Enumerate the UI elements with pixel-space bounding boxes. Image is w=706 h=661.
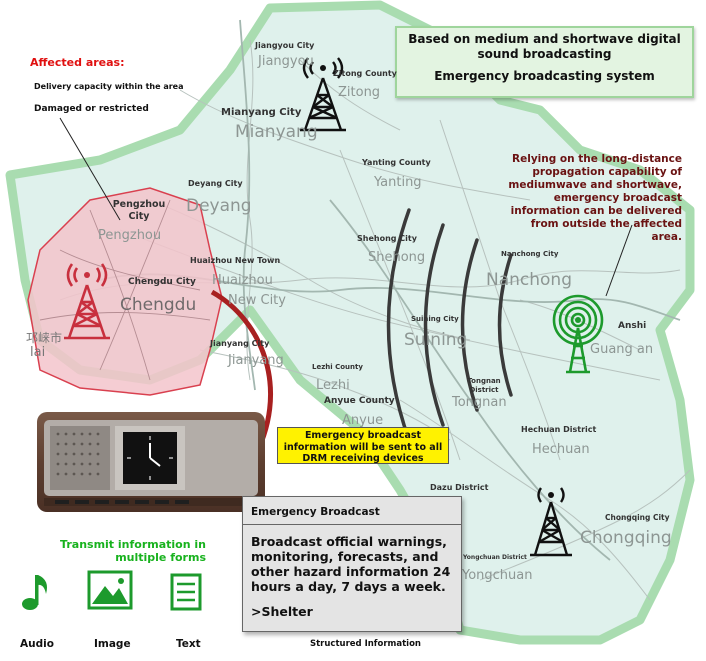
map-label: Shehong xyxy=(368,250,426,265)
map-label: Guang an xyxy=(590,342,654,357)
map-label: Lezhi County xyxy=(312,363,363,371)
map-label: Jianyang City xyxy=(210,339,270,348)
structured-information-label: Structured Information xyxy=(310,639,421,649)
shelter-option[interactable]: >Shelter xyxy=(251,604,313,619)
affected-pointer-line xyxy=(59,117,121,221)
text-label: Text xyxy=(176,638,201,650)
radio-waves-icon xyxy=(386,208,513,442)
map-label: Huaizhou xyxy=(212,273,273,288)
map-label: Yongchuan District xyxy=(463,554,527,561)
map-label: Tongnan District xyxy=(467,377,501,394)
map-label: Deyang xyxy=(186,196,252,216)
map-label: Hechuan District xyxy=(521,425,597,434)
relying-pointer-line xyxy=(605,224,633,297)
map-label: lai xyxy=(30,345,46,360)
emergency-broadcast-header: Emergency Broadcast xyxy=(243,497,461,525)
map-label: Suining xyxy=(404,330,468,350)
map-label: Jiangyou City xyxy=(255,41,315,50)
map-label: Jiangyou xyxy=(258,54,314,69)
audio-label: Audio xyxy=(20,638,54,650)
image-label: Image xyxy=(94,638,131,650)
map-label: Chengdu City xyxy=(128,277,196,287)
map-label: Yanting County xyxy=(362,158,431,167)
propagation-note: Relying on the long-distance propagation… xyxy=(508,153,682,243)
map-label: New City xyxy=(228,293,286,308)
map-label: Shehong City xyxy=(357,234,417,243)
transmit-forms-label: Transmit information in multiple forms xyxy=(60,538,206,564)
map-label: Yanting xyxy=(374,175,422,190)
drm-delivery-note: Emergency broadcast information will be … xyxy=(277,427,449,464)
audio-note-icon xyxy=(22,575,47,610)
map-label: Zitong xyxy=(338,85,381,100)
map-label: Pengzhou City xyxy=(112,199,166,222)
map-label: Mianyang City xyxy=(221,107,302,118)
map-label: Anyue xyxy=(342,413,384,428)
map-label: Jianyang xyxy=(228,353,284,368)
map-label: Anshi xyxy=(618,321,647,331)
affected-areas-line2: Damaged or restricted xyxy=(34,104,149,114)
affected-areas-title: Affected areas: xyxy=(30,56,125,69)
emergency-broadcast-panel: Emergency Broadcast Broadcast official w… xyxy=(242,496,462,632)
map-label: Deyang City xyxy=(188,179,243,188)
image-icon xyxy=(87,570,133,610)
chongqing-tower-icon xyxy=(530,487,572,557)
affected-areas-line1: Delivery capacity within the area xyxy=(34,82,184,91)
map-label: Nanchong City xyxy=(501,250,559,258)
text-document-icon xyxy=(170,573,202,611)
map-label: Chongqing City xyxy=(605,513,670,522)
map-label: Anyue County xyxy=(324,396,395,406)
map-label: Chongqing xyxy=(580,528,672,548)
map-label: Tongnan xyxy=(452,395,507,410)
map-label: Nanchong xyxy=(486,270,572,290)
transmitter-tower-icon xyxy=(300,57,346,132)
map-label: 邛崃市 xyxy=(26,331,63,345)
map-label: Lezhi xyxy=(316,378,350,393)
map-label: Suining City xyxy=(411,315,459,323)
affected-area xyxy=(27,187,223,396)
damaged-tower-icon xyxy=(64,263,110,340)
emergency-broadcast-body: Broadcast official warnings, monitoring,… xyxy=(251,534,451,594)
map-label: Pengzhou xyxy=(98,228,162,243)
map-label: Hechuan xyxy=(532,442,590,457)
drm-radio-device xyxy=(37,412,265,512)
map-label: Zitong County xyxy=(333,69,397,78)
map-label: Chengdu xyxy=(120,295,197,315)
map-label: Dazu District xyxy=(430,483,489,492)
remote-tower-icon xyxy=(552,294,604,374)
system-title-line2: Emergency broadcasting system xyxy=(434,69,655,83)
map-label: Yongchuan xyxy=(462,568,533,583)
map-label: Mianyang xyxy=(235,122,318,142)
map-label: Huaizhou New Town xyxy=(190,256,281,265)
